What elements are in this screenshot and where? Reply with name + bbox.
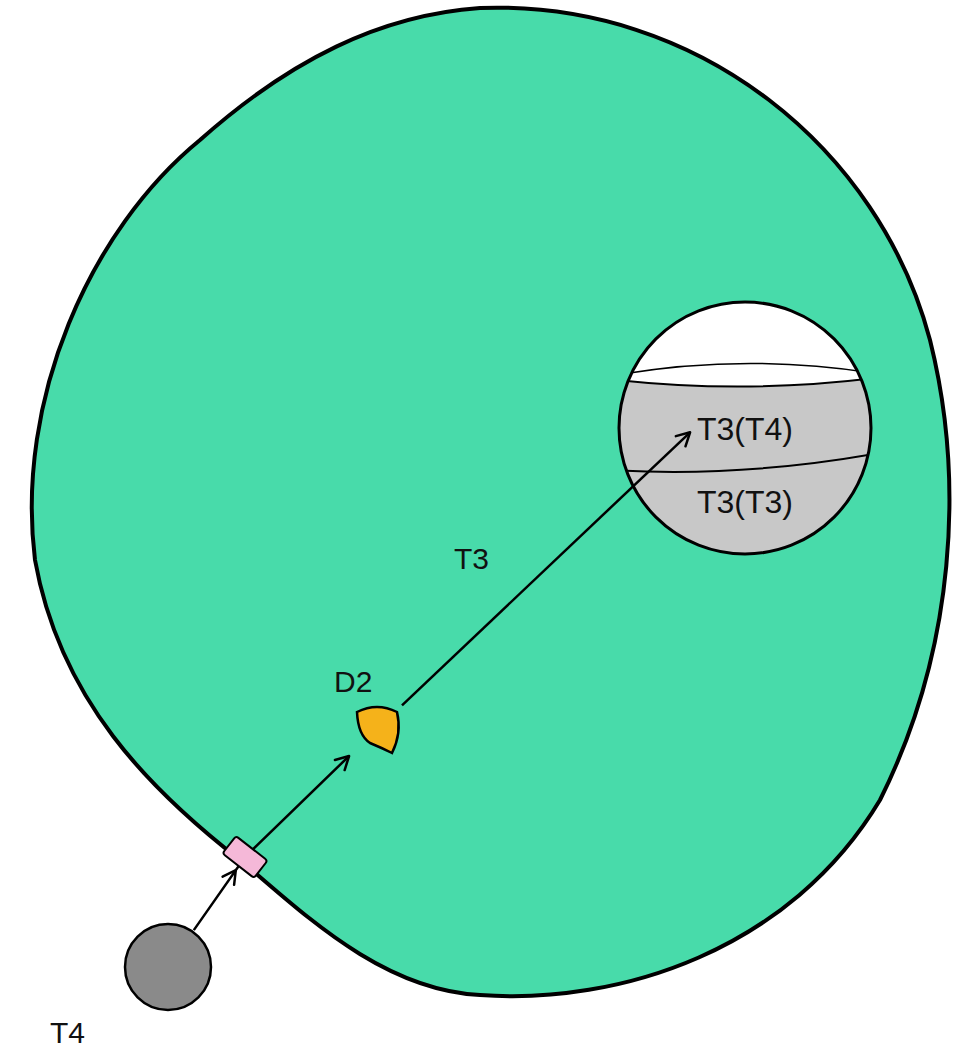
band-label: T3(T4) <box>697 412 793 447</box>
nucleus-band: T3(T3) <box>693 483 797 522</box>
band-label: T3(T3) <box>697 485 793 520</box>
node-label: T4 <box>50 1016 85 1049</box>
cell-membrane <box>32 8 950 996</box>
hormone-circle: T4 <box>123 922 213 1012</box>
nucleus-band: T3(T4) <box>693 410 797 449</box>
node-label: D2 <box>334 665 372 698</box>
edge-label: T3 <box>454 542 489 575</box>
nucleus <box>600 302 890 580</box>
enzyme-shape: D2 <box>352 703 402 755</box>
transporter <box>222 836 267 878</box>
circle-outline <box>123 922 213 1012</box>
enzyme-outline <box>352 703 402 755</box>
arrow-connector <box>402 432 690 705</box>
arrow-connector <box>194 756 349 930</box>
arrowhead <box>223 870 236 885</box>
